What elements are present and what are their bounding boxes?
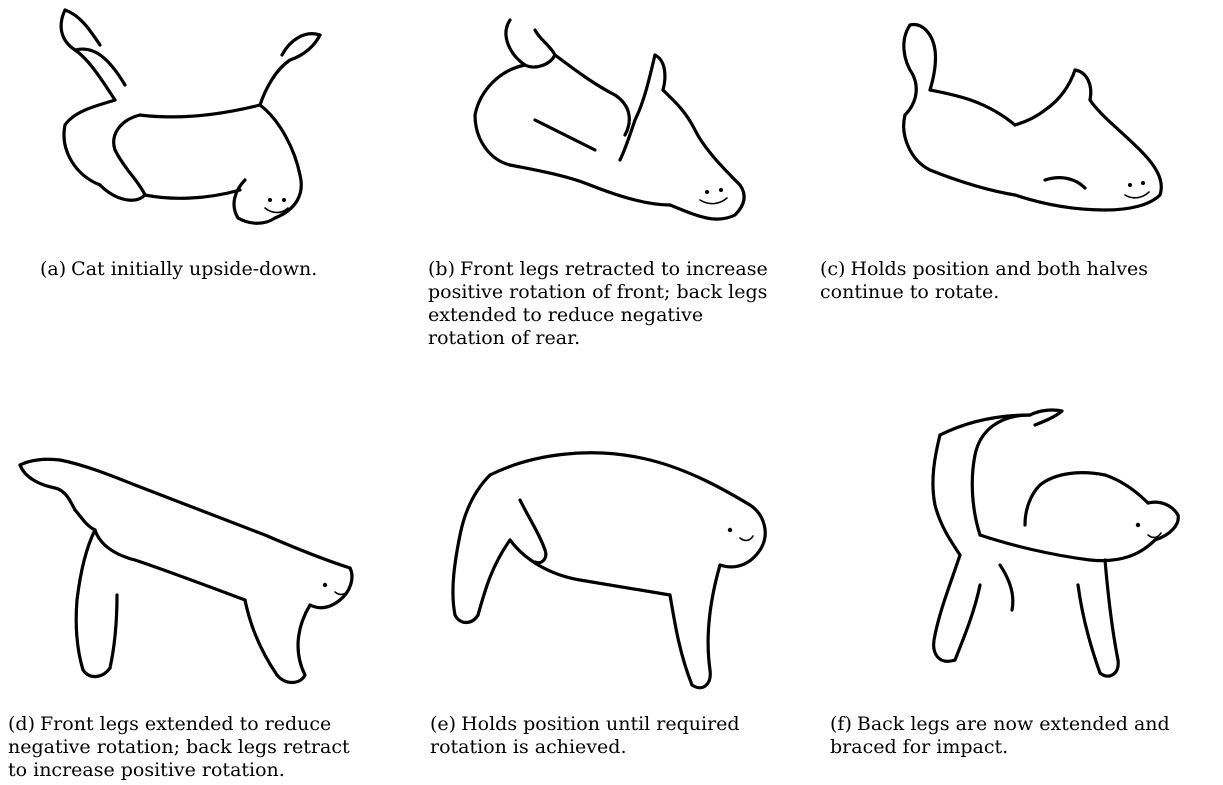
cat-front-legs-extended-icon: [5, 400, 375, 700]
caption-text: Holds position and both halves continue …: [820, 258, 1148, 303]
caption-label: (a): [40, 258, 66, 280]
caption-text: Back legs are now extended and braced fo…: [830, 713, 1170, 758]
caption-text: Front legs retracted to increase positiv…: [428, 258, 768, 349]
caption-label: (f): [830, 713, 852, 735]
caption-text: Front legs extended to reduce negative r…: [8, 713, 350, 781]
caption-c: (c)Holds position and both halves contin…: [820, 258, 1200, 304]
caption-label: (c): [820, 258, 845, 280]
caption-label: (b): [428, 258, 455, 280]
caption-label: (e): [430, 713, 456, 735]
caption-d: (d)Front legs extended to reduce negativ…: [8, 713, 368, 782]
caption-label: (d): [8, 713, 35, 735]
cat-braced-for-impact-icon: [880, 395, 1215, 695]
caption-b: (b)Front legs retracted to increase posi…: [428, 258, 778, 350]
cat-holding-position-icon: [875, 0, 1215, 245]
caption-a: (a)Cat initially upside-down.: [40, 258, 340, 281]
caption-text: Holds position until required rotation i…: [430, 713, 740, 758]
caption-e: (e)Holds position until required rotatio…: [430, 713, 780, 759]
caption-f: (f)Back legs are now extended and braced…: [830, 713, 1210, 759]
cat-rotation-achieved-icon: [430, 430, 800, 710]
cat-upside-down-icon: [20, 0, 360, 245]
cat-front-legs-retracted-icon: [455, 0, 785, 245]
caption-text: Cat initially upside-down.: [71, 258, 317, 280]
